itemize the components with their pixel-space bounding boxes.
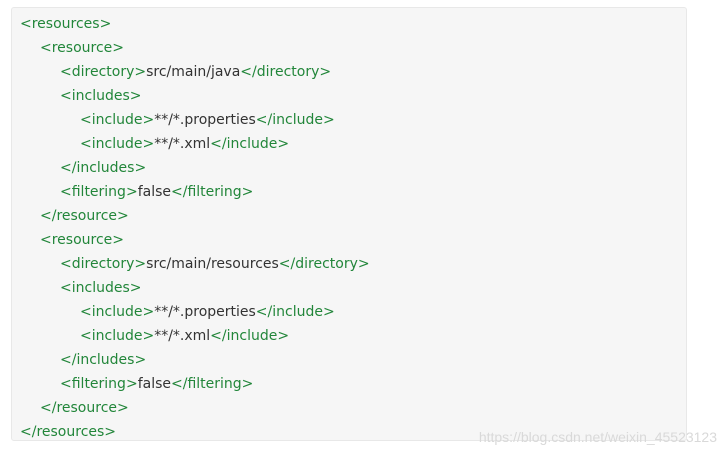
xml-open-tag: </resource> [40, 400, 129, 416]
code-block: <resources><resource><directory>src/main… [11, 7, 687, 441]
code-line: </resource> [12, 396, 686, 420]
xml-text: src/main/resources [146, 256, 279, 272]
code-lines: <resources><resource><directory>src/main… [12, 12, 686, 444]
code-line: </includes> [12, 348, 686, 372]
code-line: <resources> [12, 12, 686, 36]
xml-close-tag: </include> [210, 328, 290, 344]
xml-close-tag: </include> [255, 304, 335, 320]
xml-text: false [137, 376, 171, 392]
xml-open-tag: <directory> [60, 64, 147, 80]
code-line: </resources> [12, 420, 686, 444]
code-line: <includes> [12, 276, 686, 300]
xml-open-tag: <includes> [60, 280, 142, 296]
xml-open-tag: <directory> [60, 256, 147, 272]
xml-open-tag: <include> [80, 328, 155, 344]
xml-close-tag: </filtering> [171, 184, 254, 200]
xml-open-tag: <include> [80, 304, 155, 320]
xml-open-tag: <resource> [40, 232, 125, 248]
xml-text: **/*.xml [154, 328, 211, 344]
code-line: <directory>src/main/java</directory> [12, 60, 686, 84]
xml-open-tag: <include> [80, 136, 155, 152]
xml-close-tag: </directory> [278, 256, 370, 272]
xml-open-tag: <filtering> [60, 376, 138, 392]
xml-close-tag: </directory> [240, 64, 332, 80]
xml-open-tag: <filtering> [60, 184, 138, 200]
watermark: https://blog.csdn.net/weixin_45523123 [478, 429, 717, 445]
xml-text: **/*.xml [154, 136, 211, 152]
xml-text: **/*.properties [154, 112, 256, 128]
code-line: <resource> [12, 36, 686, 60]
xml-open-tag: <resource> [40, 40, 125, 56]
xml-text: **/*.properties [154, 304, 256, 320]
xml-open-tag: <include> [80, 112, 155, 128]
code-line: <resource> [12, 228, 686, 252]
code-line: <include>**/*.properties</include> [12, 300, 686, 324]
code-line: <filtering>false</filtering> [12, 180, 686, 204]
code-line: </resource> [12, 204, 686, 228]
code-line: <include>**/*.xml</include> [12, 132, 686, 156]
code-line: <directory>src/main/resources</directory… [12, 252, 686, 276]
xml-close-tag: </filtering> [171, 376, 254, 392]
code-line: </includes> [12, 156, 686, 180]
xml-open-tag: <includes> [60, 88, 142, 104]
code-line: <include>**/*.xml</include> [12, 324, 686, 348]
xml-open-tag: <resources> [20, 16, 112, 32]
xml-close-tag: </include> [255, 112, 335, 128]
xml-open-tag: </resource> [40, 208, 129, 224]
code-line: <filtering>false</filtering> [12, 372, 686, 396]
code-line: <include>**/*.properties</include> [12, 108, 686, 132]
xml-close-tag: </include> [210, 136, 290, 152]
xml-open-tag: </includes> [60, 352, 147, 368]
xml-text: false [137, 184, 171, 200]
code-line: <includes> [12, 84, 686, 108]
xml-open-tag: </resources> [20, 424, 117, 440]
xml-open-tag: </includes> [60, 160, 147, 176]
xml-text: src/main/java [146, 64, 241, 80]
